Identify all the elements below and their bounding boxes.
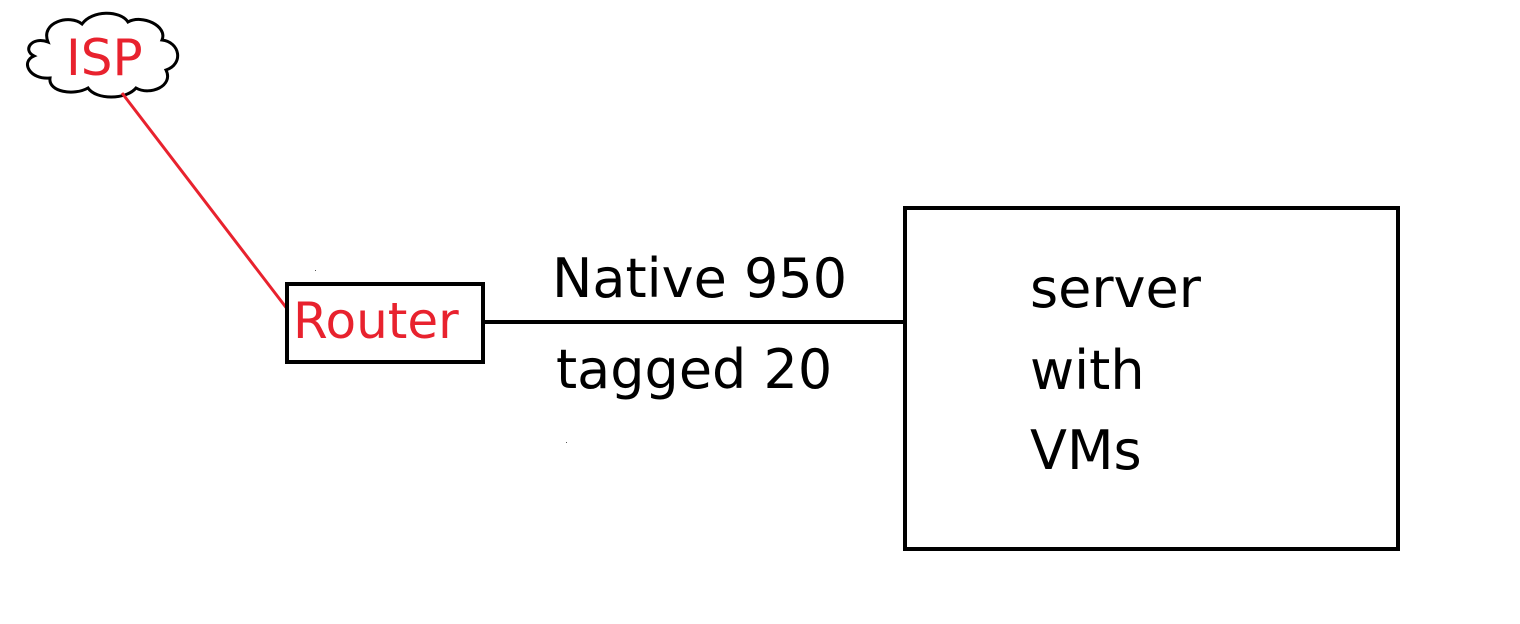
link-label-tagged: tagged 20 xyxy=(556,338,833,401)
server-label-line: server xyxy=(1030,257,1201,320)
isp-label: ISP xyxy=(66,29,143,87)
stray-dot xyxy=(315,270,316,271)
server-label-line: VMs xyxy=(1030,419,1142,482)
isp-router-link xyxy=(120,92,290,311)
stray-dot xyxy=(566,442,567,443)
server-box xyxy=(903,206,1400,551)
router-label: Router xyxy=(293,292,459,350)
server-label-line: with xyxy=(1030,339,1145,402)
link-label-native: Native 950 xyxy=(552,247,848,310)
isp-cloud-shape xyxy=(26,11,179,99)
